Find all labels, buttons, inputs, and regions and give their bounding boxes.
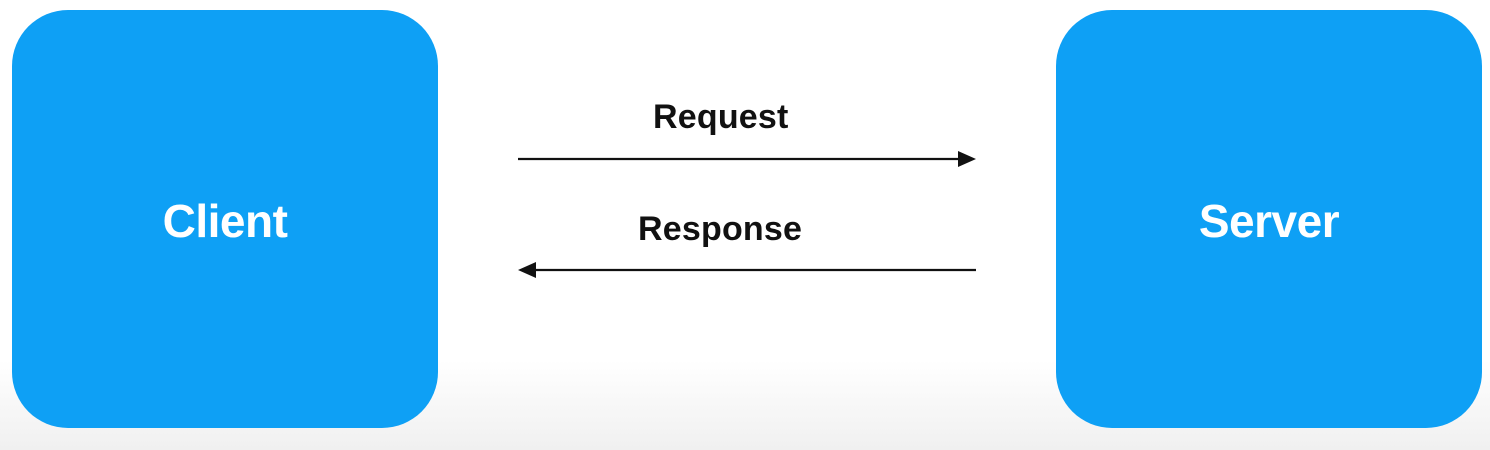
client-node: Client xyxy=(12,10,438,428)
response-label: Response xyxy=(638,210,803,248)
response-arrowhead-icon xyxy=(518,262,536,278)
request-arrow xyxy=(518,151,976,167)
request-arrowhead-icon xyxy=(958,151,976,167)
server-label: Server xyxy=(1198,195,1340,247)
response-arrow xyxy=(518,262,976,278)
request-label: Request xyxy=(653,98,789,136)
client-label: Client xyxy=(162,195,288,247)
server-node: Server xyxy=(1056,10,1482,428)
